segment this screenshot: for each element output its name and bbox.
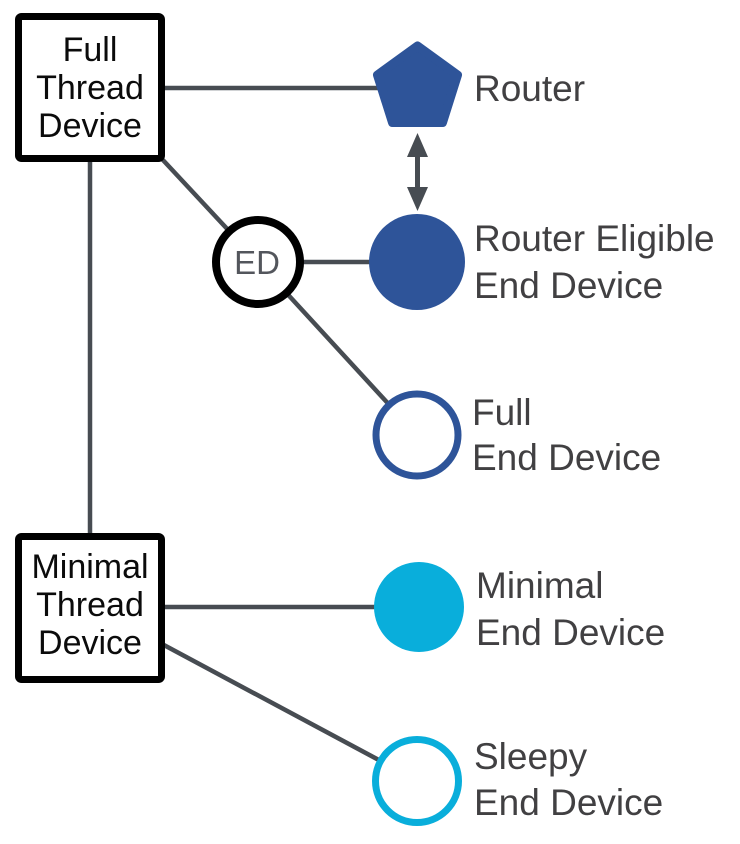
full-thread-device-line3: Device [38,107,142,145]
full-thread-device-box: Full Thread Device [15,13,165,162]
router-eligible-end-device-icon [369,214,465,310]
minimal-end-device-label-line1: Minimal [476,565,603,606]
minimal-end-device-icon [374,562,464,652]
bidirectional-arrow [407,133,428,211]
sleepy-end-device-label-line1: Sleepy [474,736,588,777]
minimal-end-device-label-line2: End Device [476,612,665,653]
full-end-device-icon [372,390,462,480]
minimal-thread-device-line3: Device [38,624,142,662]
sleepy-end-device-label-line2: End Device [474,782,663,823]
ed-badge-label: ED [234,244,280,281]
minimal-thread-device-line1: Minimal [31,548,148,586]
minimal-thread-device-box: Minimal Thread Device [15,533,165,683]
sleepy-end-device-icon [372,736,462,826]
edge-minimal-thread-device-to-sleepy-end-device [160,642,420,783]
arrow-up-head [407,133,428,157]
minimal-thread-device-line2: Thread [36,586,144,624]
full-end-device-label-line1: Full [472,392,532,433]
full-thread-device-line1: Full [63,31,118,69]
router-label: Router [474,68,585,109]
full-thread-device-line2: Thread [36,69,144,107]
arrow-down-head [407,187,428,211]
ed-badge-circle [212,216,304,308]
router-eligible-end-device-label-line2: End Device [474,265,663,306]
router-pentagon-icon [373,41,462,127]
full-end-device-label-line2: End Device [472,437,661,478]
router-eligible-end-device-label-line1: Router Eligible [474,218,715,259]
